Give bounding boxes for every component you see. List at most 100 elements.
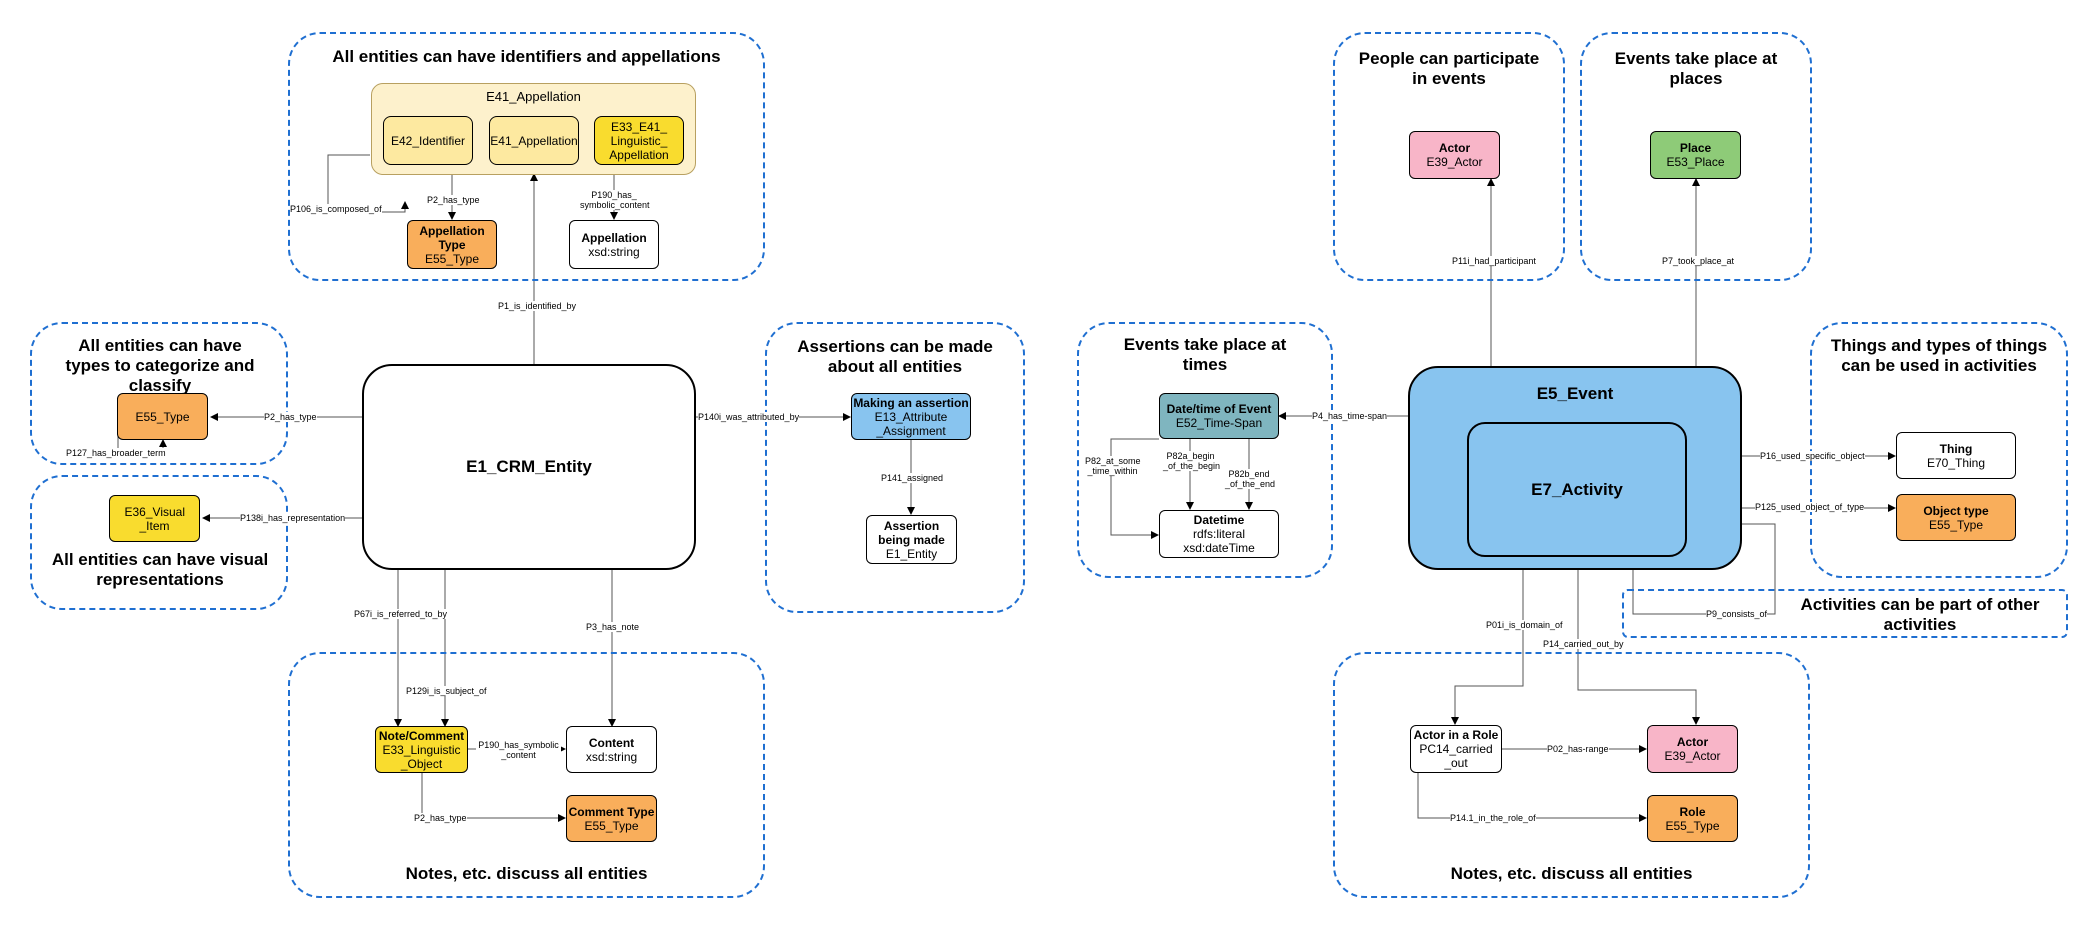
- node-sublabel: E13_Attribute _Assignment: [874, 409, 948, 438]
- node-sublabel: E39_Actor: [1426, 155, 1483, 169]
- node-sublabel: xsd:string: [585, 749, 638, 764]
- edge-label-p16: P16_used_specific_object: [1760, 451, 1865, 461]
- node-sublabel: rdfs:literal: [1192, 527, 1245, 541]
- node-label: Comment Type: [568, 804, 655, 819]
- group-appellations: [288, 32, 765, 281]
- node-making-assertion[interactable]: Making an assertion E13_Attribute _Assig…: [851, 393, 971, 440]
- edge-label-p2-note: P2_has_type: [414, 813, 467, 823]
- edge-label-p82a: P82a_begin _of_the_begin: [1163, 451, 1221, 471]
- edge-label-p7: P7_took_place_at: [1662, 256, 1735, 266]
- node-sublabel-2: xsd:dateTime: [1183, 541, 1255, 555]
- node-label: E36_Visual _Item: [124, 504, 186, 533]
- group-notes-right: [1333, 652, 1810, 898]
- node-label: Assertion being made: [878, 518, 945, 547]
- group-title-visual: All entities can have visual representat…: [51, 550, 269, 589]
- node-role[interactable]: Role E55_Type: [1647, 795, 1738, 842]
- group-assertions: [765, 322, 1025, 613]
- node-label: E42_Identifier: [390, 133, 466, 148]
- node-time-span[interactable]: Date/time of Event E52_Time-Span: [1159, 393, 1279, 439]
- node-label: Thing: [1939, 441, 1973, 456]
- node-label: Content: [588, 735, 635, 750]
- group-people: [1333, 32, 1565, 281]
- group-times: [1077, 322, 1333, 578]
- node-actor-participant[interactable]: Actor E39_Actor: [1409, 131, 1500, 179]
- group-title-notes-left: Notes, etc. discuss all entities: [405, 864, 648, 883]
- edge-label-p82b: P82b_end _of_the_end: [1225, 469, 1276, 489]
- edge-label-p129i: P129i_is_subject_of: [406, 686, 487, 696]
- node-label: Date/time of Event: [1166, 402, 1272, 416]
- node-appellation-string[interactable]: Appellation xsd:string: [569, 220, 659, 269]
- node-e7-activity[interactable]: E7_Activity: [1467, 422, 1687, 557]
- node-sublabel: E39_Actor: [1664, 749, 1721, 763]
- node-label: E5_Event: [1536, 384, 1614, 403]
- edge-label-p14: P14_carried_out_by: [1543, 639, 1624, 649]
- edge-label-p190-note: P190_has_symbolic _content: [476, 740, 561, 760]
- node-actor-carried-out[interactable]: Actor E39_Actor: [1647, 725, 1738, 773]
- edge-label-p141: P141_assigned: [881, 473, 944, 483]
- edge-label-p67i: P67i_is_referred_to_by: [354, 609, 448, 619]
- node-thing[interactable]: Thing E70_Thing: [1896, 432, 2016, 479]
- group-title-times: Events take place at times: [1123, 335, 1287, 374]
- node-label: Actor in a Role: [1413, 728, 1499, 742]
- group-places: [1580, 32, 1812, 281]
- edge-label-p125: P125_used_object_of_type: [1755, 502, 1865, 512]
- group-title-people: People can participate in events: [1358, 49, 1540, 88]
- group-title-places: Events take place at places: [1614, 49, 1778, 88]
- node-appellation-type[interactable]: Appellation Type E55_Type: [407, 220, 497, 269]
- node-label: Actor: [1676, 735, 1709, 749]
- node-sublabel: xsd:string: [588, 244, 640, 259]
- node-content[interactable]: Content xsd:string: [566, 726, 657, 773]
- edge-label-p2-type: P2_has_type: [264, 412, 317, 422]
- node-sublabel: E70_Thing: [1926, 455, 1986, 470]
- group-types: [30, 322, 288, 465]
- edge-p14: [1577, 558, 1700, 725]
- node-label: Note/Comment: [378, 728, 465, 743]
- node-note-comment[interactable]: Note/Comment E33_Linguistic _Object: [375, 726, 468, 773]
- node-label: Role: [1679, 804, 1706, 819]
- edge-p9: [1629, 523, 1776, 615]
- node-sublabel: E33_Linguistic _Object: [382, 742, 461, 771]
- group-notes-left: [288, 652, 765, 898]
- node-label: E7_Activity: [1531, 479, 1623, 499]
- node-e33-e41-linguistic-appellation[interactable]: E33_E41_ Linguistic_ Appellation: [594, 116, 684, 165]
- node-sublabel: E55_Type: [424, 251, 480, 266]
- group-title-appellations: All entities can have identifiers and ap…: [332, 47, 721, 66]
- node-label: Actor: [1438, 141, 1471, 155]
- node-actor-in-role[interactable]: Actor in a Role PC14_carried _out: [1410, 725, 1502, 773]
- group-visual: [30, 475, 288, 610]
- edge-label-p127: P127_has_broader_term: [66, 448, 166, 458]
- node-sublabel: E55_Type: [1665, 818, 1720, 833]
- node-label: E41_Appellation: [490, 133, 578, 148]
- node-datetime[interactable]: Datetime rdfs:literal xsd:dateTime: [1159, 510, 1279, 558]
- node-e55-type[interactable]: E55_Type: [117, 393, 208, 440]
- node-e42-identifier[interactable]: E42_Identifier: [383, 116, 473, 165]
- node-e41-appellation[interactable]: E41_Appellation: [489, 116, 579, 165]
- group-things: [1810, 322, 2068, 578]
- node-e36-visual-item[interactable]: E36_Visual _Item: [109, 495, 200, 542]
- node-place[interactable]: Place E53_Place: [1650, 131, 1741, 179]
- node-sublabel: E52_Time-Span: [1175, 416, 1263, 430]
- edge-label-p140i: P140i_was_attributed_by: [698, 412, 800, 422]
- node-assertion-being-made[interactable]: Assertion being made E1_Entity: [866, 515, 957, 564]
- node-object-type[interactable]: Object type E55_Type: [1896, 494, 2016, 541]
- edge-label-p11i: P11i_had_participant: [1452, 256, 1536, 266]
- node-comment-type[interactable]: Comment Type E55_Type: [566, 795, 657, 842]
- node-label: E41_Appellation: [486, 89, 581, 104]
- edge-label-p01i: P01i_is_domain_of: [1486, 620, 1563, 630]
- node-label: E55_Type: [135, 409, 190, 424]
- node-sublabel: E55_Type: [584, 818, 639, 833]
- node-label: E1_CRM_Entity: [466, 457, 592, 476]
- edge-p14-1: [1417, 773, 1647, 822]
- group-title-things: Things and types of things can be used i…: [1830, 336, 2048, 375]
- edge-label-p138i: P138i_has_representation: [240, 513, 346, 523]
- edge-label-p106: P106_is_composed_of: [290, 204, 382, 214]
- node-sublabel: PC14_carried _out: [1419, 742, 1493, 770]
- edge-label-p82: P82_at_some _time_within: [1085, 456, 1141, 476]
- node-sublabel: E53_Place: [1666, 155, 1725, 169]
- node-label: Appellation: [581, 230, 647, 245]
- group-title-activities: Activities can be part of other activiti…: [1800, 595, 2040, 634]
- edge-label-p14-1: P14.1_in_the_role_of: [1450, 813, 1536, 823]
- node-e1-crm-entity[interactable]: E1_CRM_Entity: [362, 364, 696, 570]
- edge-label-p9: P9_consists_of: [1706, 609, 1768, 619]
- node-sublabel: E55_Type: [1928, 517, 1984, 532]
